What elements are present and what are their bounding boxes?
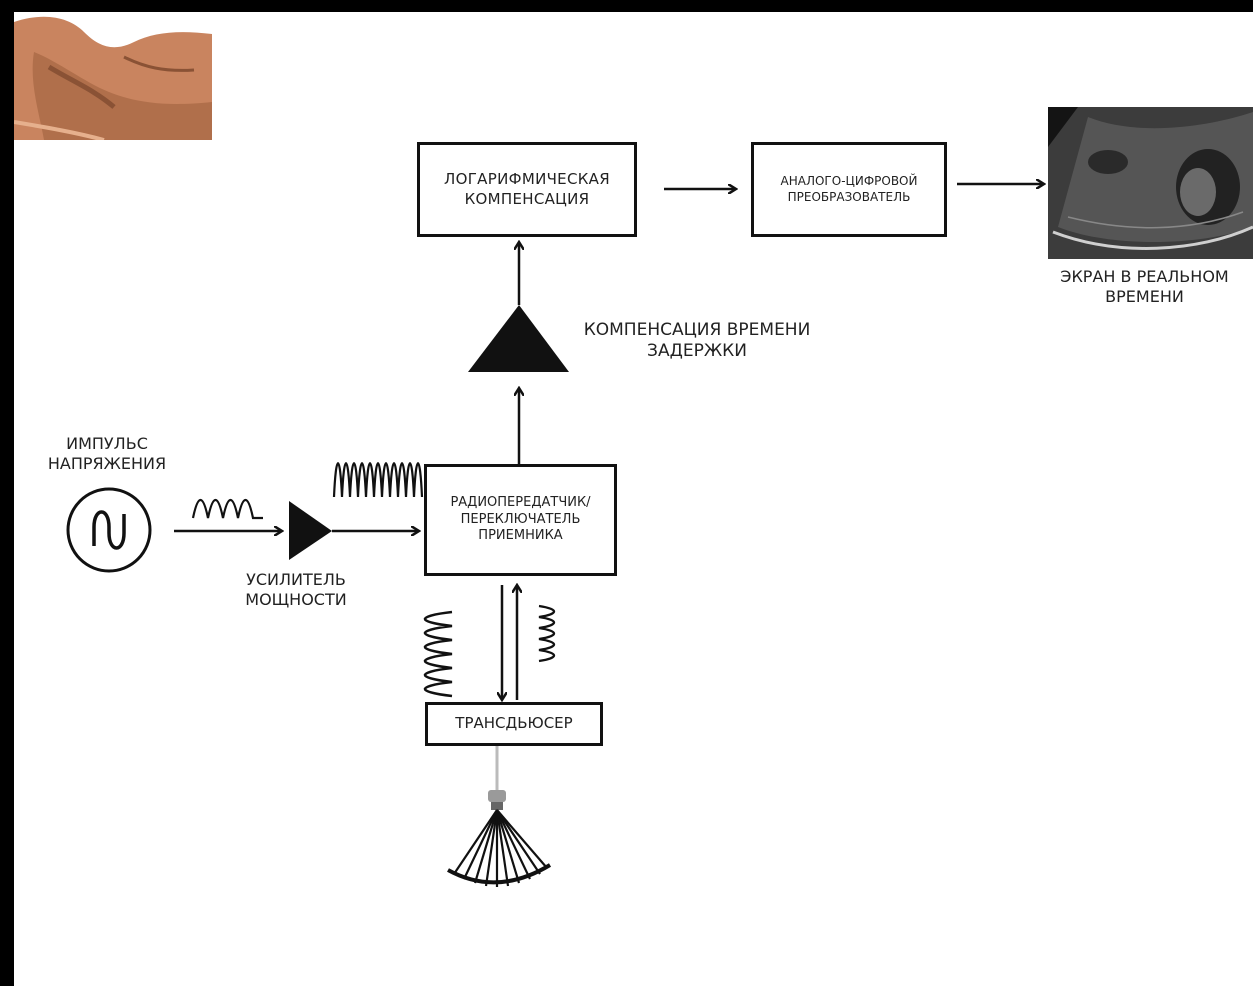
- adc-block: АНАЛОГО-ЦИФРОВОЙ ПРЕОБРАЗОВАТЕЛЬ: [751, 142, 947, 237]
- transducer-block: ТРАНСДЬЮСЕР: [425, 702, 603, 746]
- realtime-display-label: ЭКРАН В РЕАЛЬНОМ ВРЕМЕНИ: [1060, 267, 1229, 306]
- ultrasound-beam-icon: [447, 809, 552, 887]
- tgc-amplifier-icon: [468, 305, 569, 372]
- log-compensation-block: ЛОГАРИФМИЧЕСКАЯ КОМПЕНСАЦИЯ: [417, 142, 637, 237]
- realtime-display-image: [1048, 107, 1253, 259]
- tgc-label: КОМПЕНСАЦИЯ ВРЕМЕНИ ЗАДЕРЖКИ: [583, 320, 811, 362]
- adc-label: АНАЛОГО-ЦИФРОВОЙ ПРЕОБРАЗОВАТЕЛЬ: [780, 174, 918, 204]
- small-wave-icon: [191, 498, 263, 520]
- diagram-connectors: [66, 12, 1253, 887]
- transmit-wave-icon: [424, 610, 453, 698]
- voltage-pulse-label: ИМПУЛЬС НАПРЯЖЕНИЯ: [47, 434, 167, 473]
- pulse-source-icon: [66, 487, 152, 573]
- tr-switch-label: РАДИОПЕРЕДАТЧИК/ ПЕРЕКЛЮЧАТЕЛЬ ПРИЕМНИКА: [450, 495, 591, 544]
- echo-wave-icon: [538, 604, 556, 663]
- power-amplifier-icon: [289, 501, 332, 560]
- transducer-label: ТРАНСДЬЮСЕР: [455, 714, 573, 733]
- ultrasound-probe-icon: [488, 744, 506, 810]
- patient-image: [14, 16, 212, 140]
- diagram-canvas: ЛОГАРИФМИЧЕСКАЯ КОМПЕНСАЦИЯ АНАЛОГО-ЦИФР…: [14, 12, 1253, 986]
- tr-switch-block: РАДИОПЕРЕДАТЧИК/ ПЕРЕКЛЮЧАТЕЛЬ ПРИЕМНИКА: [424, 464, 617, 576]
- power-amplifier-label: УСИЛИТЕЛЬ МОЩНОСТИ: [245, 570, 347, 609]
- ultrasound-image-icon: [1048, 107, 1253, 259]
- large-wave-icon: [332, 462, 424, 498]
- log-compensation-label: ЛОГАРИФМИЧЕСКАЯ КОМПЕНСАЦИЯ: [444, 170, 610, 208]
